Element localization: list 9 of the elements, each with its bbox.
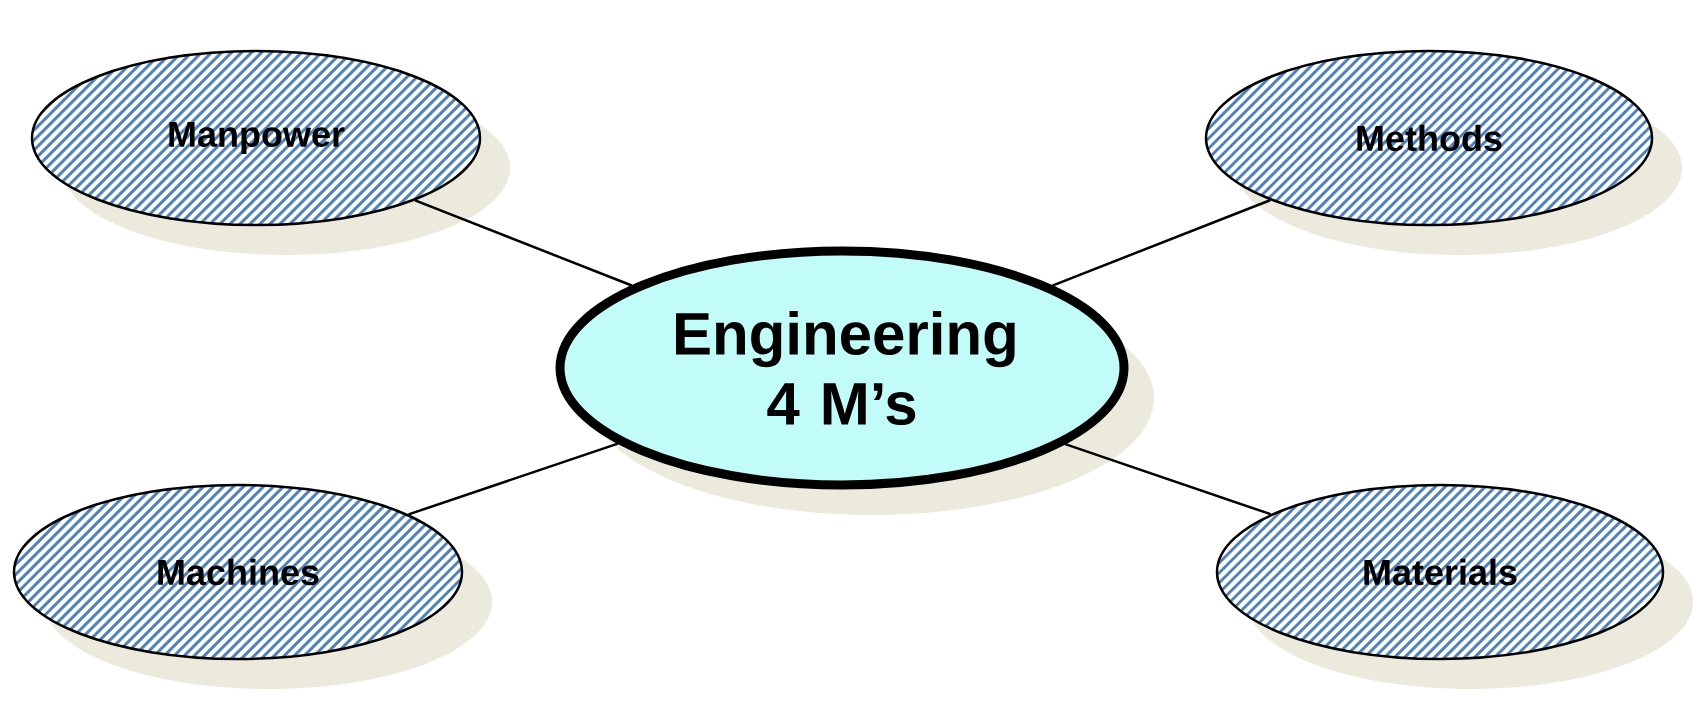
connector-line — [408, 442, 619, 516]
hatched-oval: Materials — [1215, 483, 1693, 689]
connector-line — [1064, 442, 1271, 516]
hatched-oval: Manpower — [30, 49, 510, 255]
node-label: Materials — [1364, 558, 1517, 586]
connector-line — [414, 199, 633, 287]
center-oval: Engineering 4 M’s — [555, 246, 1154, 515]
node-label: Manpower — [169, 121, 345, 155]
connector-line — [1051, 199, 1271, 287]
